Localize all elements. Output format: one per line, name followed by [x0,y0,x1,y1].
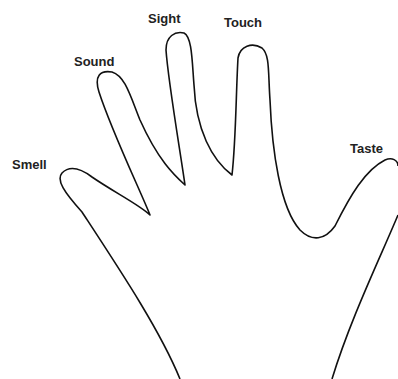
sense-label: Smell [12,158,47,171]
sense-label: Sight [148,12,181,25]
sense-label: Touch [224,16,262,29]
sense-label: Sound [74,55,114,68]
sense-label: Taste [350,142,383,155]
hand-contour [60,33,398,379]
